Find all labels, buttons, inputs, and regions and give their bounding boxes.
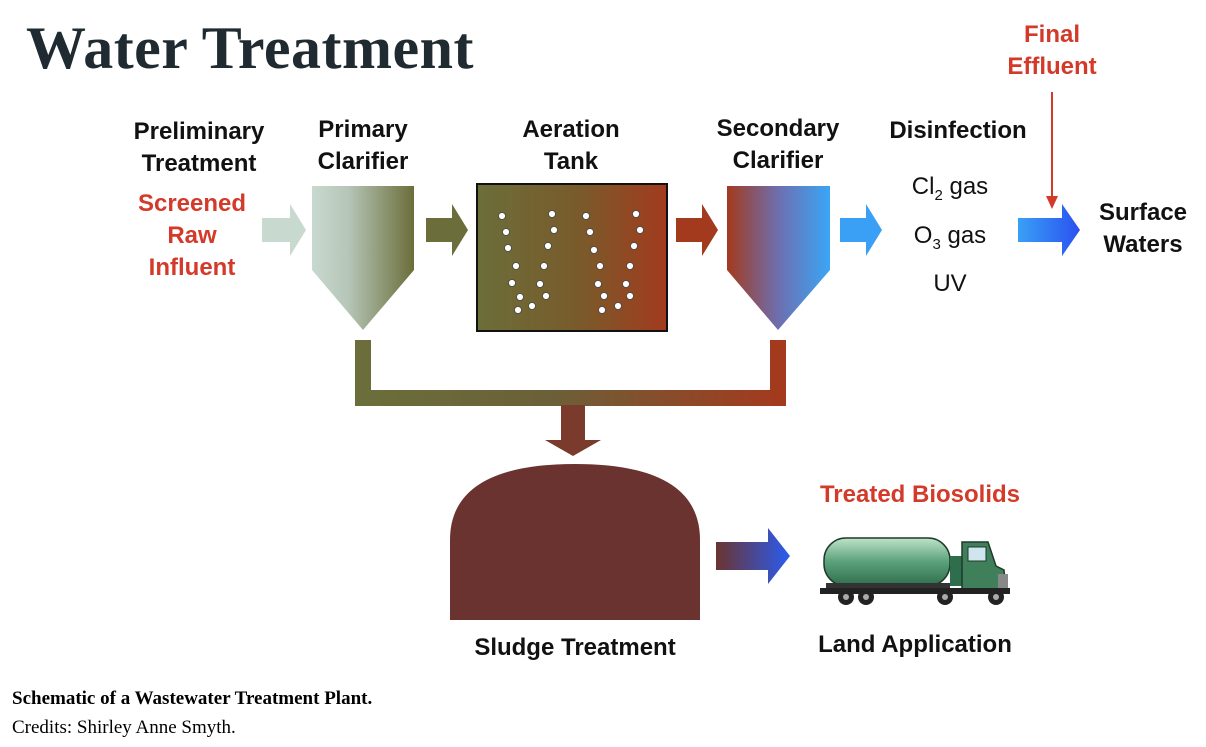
label-uv: UV <box>933 270 967 297</box>
air-bubbles <box>498 210 644 314</box>
label-chlorine-gas: Cl2 gas <box>911 173 989 204</box>
label-disinfection: Disinfection <box>889 117 1027 144</box>
effluent-arrow <box>1018 204 1080 256</box>
pipe-down-arrow <box>545 405 601 456</box>
secondary-clarifier <box>727 186 830 330</box>
label-sludge-treatment: Sludge Treatment <box>474 634 676 661</box>
label-land-application: Land Application <box>818 631 1012 658</box>
biosolids-arrow <box>716 528 790 584</box>
sludge-digester <box>450 464 700 620</box>
sludge-pipe <box>355 340 786 406</box>
tanker-truck-icon <box>820 537 1010 605</box>
label-ozone-gas: O3 gas <box>913 222 987 253</box>
influent-arrow <box>262 204 306 256</box>
secondary-to-disinfection-arrow <box>840 204 882 256</box>
primary-to-aeration-arrow <box>426 204 468 256</box>
page-title: Water Treatment <box>26 15 474 81</box>
label-treated-biosolids: Treated Biosolids <box>819 481 1021 508</box>
caption-credits: Credits: Shirley Anne Smyth. <box>12 717 236 738</box>
primary-clarifier <box>312 186 414 330</box>
aeration-to-secondary-arrow <box>676 204 718 256</box>
caption-heading: Schematic of a Wastewater Treatment Plan… <box>12 688 373 709</box>
aeration-tank <box>476 183 668 332</box>
